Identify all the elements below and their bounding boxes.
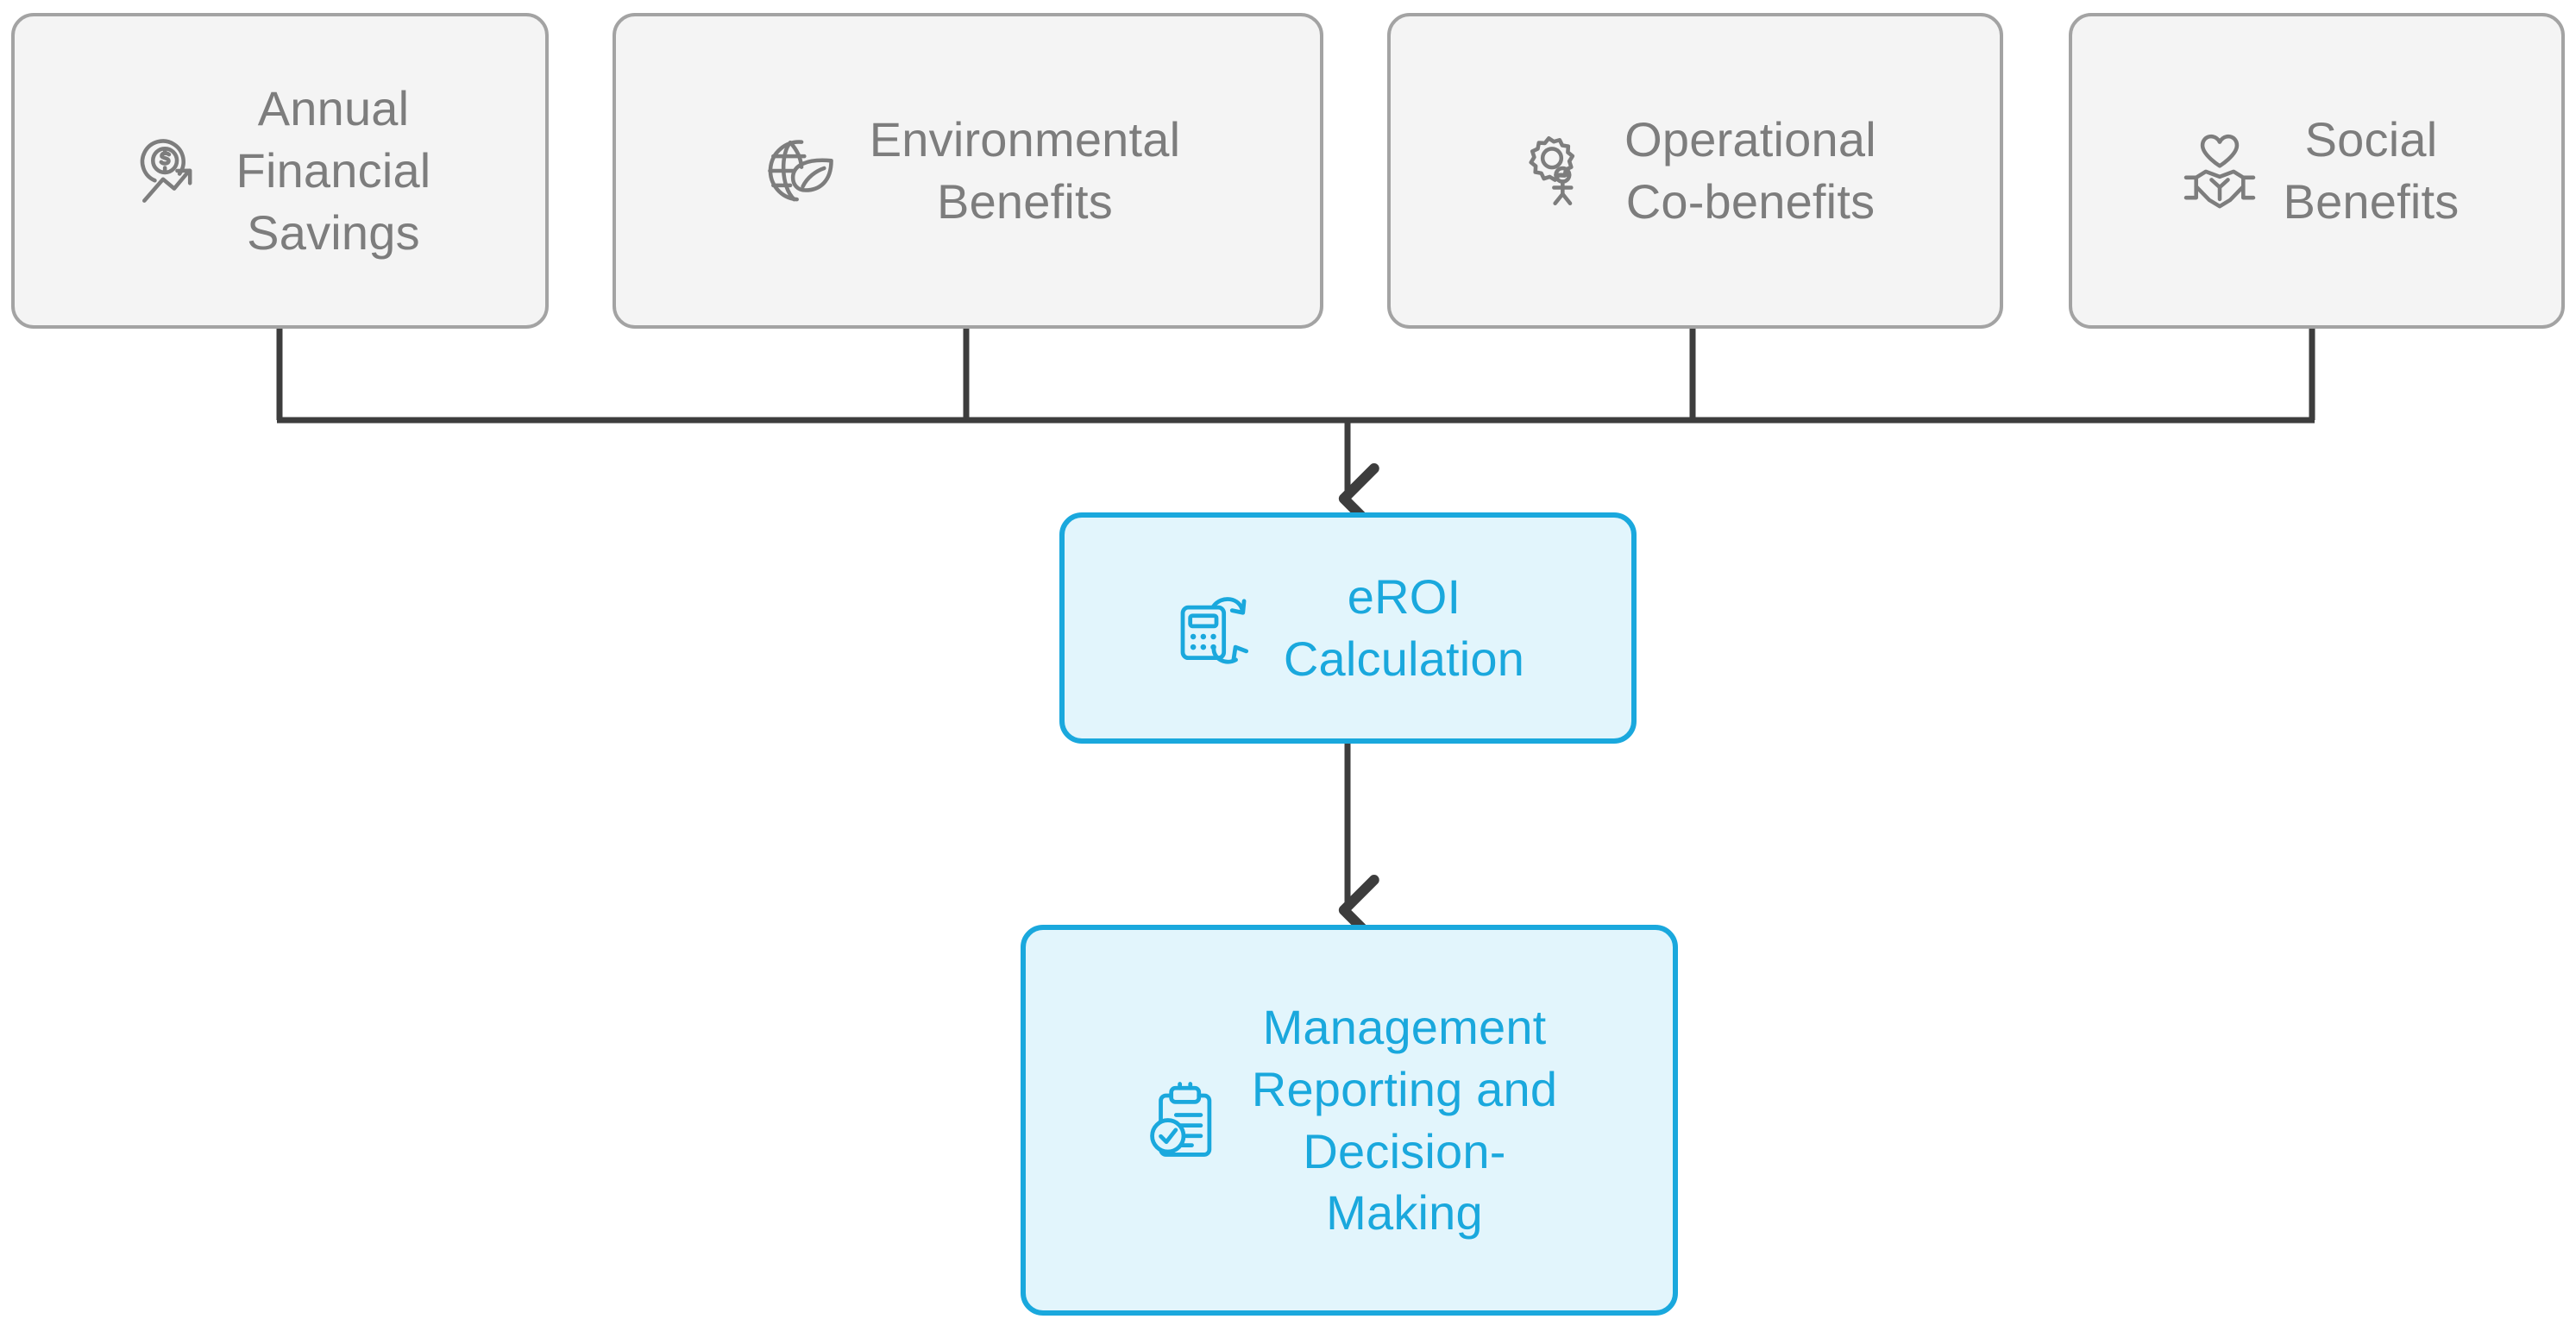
calculator-refresh-icon [1172, 583, 1261, 673]
dollar-magnifier-growth-icon [129, 126, 219, 216]
node-management-reporting[interactable]: Management Reporting and Decision- Makin… [1021, 925, 1678, 1316]
clipboard-check-icon [1141, 1076, 1231, 1165]
node-label: Social Benefits [2283, 112, 2460, 229]
node-label: eROI Calculation [1283, 569, 1525, 686]
node-label: Management Reporting and Decision- Makin… [1251, 1000, 1558, 1241]
node-operational-co-benefits[interactable]: Operational Co-benefits [1387, 13, 2003, 329]
node-social-benefits[interactable]: Social Benefits [2069, 13, 2565, 329]
node-label: Operational Co-benefits [1624, 112, 1876, 229]
node-label: Annual Financial Savings [236, 81, 431, 260]
gear-person-icon [1514, 126, 1604, 216]
node-label: Environmental Benefits [869, 112, 1181, 229]
node-eroi-calculation[interactable]: eROI Calculation [1059, 512, 1637, 744]
node-environmental-benefits[interactable]: Environmental Benefits [613, 13, 1323, 329]
globe-leaf-icon [756, 126, 845, 216]
node-annual-financial-savings[interactable]: Annual Financial Savings [11, 13, 549, 329]
heart-handshake-icon [2175, 126, 2265, 216]
